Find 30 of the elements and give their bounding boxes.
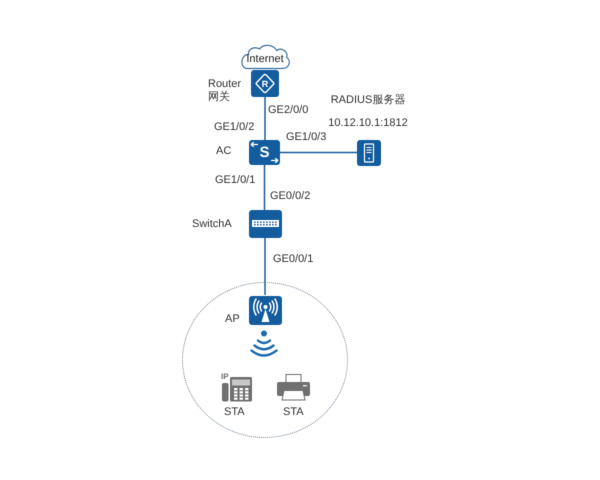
port-label: GE2/0/0 [268,104,308,117]
station-label: STA [283,406,304,419]
printer-icon [276,374,311,401]
connector-line [264,238,266,295]
connector-line [264,97,266,140]
port-label: GE1/0/1 [215,174,256,187]
switch-icon [249,140,280,165]
icon-letter: R [262,78,268,88]
access-point-icon [249,296,282,325]
connector-line [264,165,266,210]
port-label: GE0/0/1 [273,253,314,266]
station-label: STA [224,406,245,419]
device-label: SwitchA [192,218,232,231]
router-icon [251,70,279,97]
port-label: GE1/0/3 [286,131,326,144]
dotted-circle [182,282,348,438]
connector-line [280,152,357,154]
port-label: GE0/0/2 [270,190,310,203]
device-label: AP [225,313,240,326]
switch-icon [249,210,282,238]
device-label: Router 网关 [208,78,242,104]
address-label: 10.12.10.1:1812 [327,117,409,130]
ip-phone-icon [221,373,253,402]
cloud-label: Internet [246,52,284,66]
server-icon [357,140,381,166]
server-label: RADIUS服务器 [330,94,406,107]
icon-letter: IP [221,373,229,381]
device-label: AC [216,145,232,158]
port-label: GE1/0/2 [214,121,254,134]
icon-letter: S [259,144,270,160]
